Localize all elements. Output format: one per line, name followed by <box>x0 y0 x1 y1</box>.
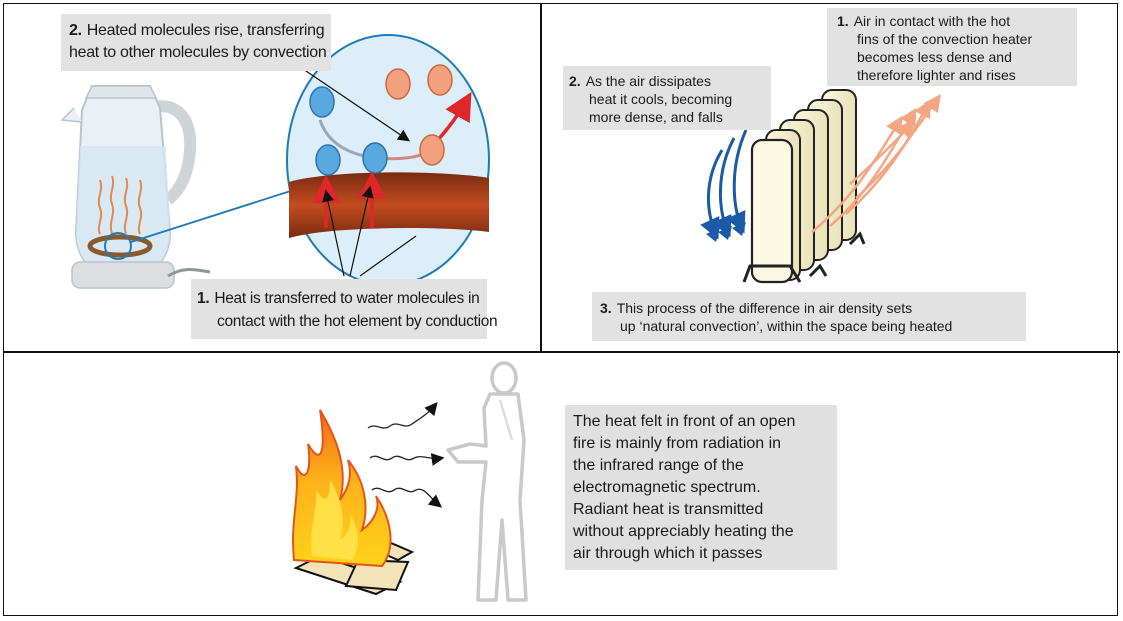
description-line: electromagnetic spectrum. <box>573 479 761 496</box>
convection-heater <box>700 89 941 284</box>
description-line: Radiant heat is transmitted <box>573 501 764 518</box>
radiation-description: The heat felt in front of an open fire i… <box>565 405 837 570</box>
label-line: therefore lighter and rises <box>857 67 1016 83</box>
cool-molecule <box>362 142 388 174</box>
heater-label-natural-convection: 3.This process of the difference in air … <box>592 292 1026 341</box>
pointer-line <box>349 185 374 277</box>
figure-frame <box>3 3 1118 616</box>
zoom-connector-line <box>130 187 301 243</box>
heating-element-band <box>289 172 489 238</box>
description-line: The heat felt in front of an open <box>573 413 796 430</box>
label-line: Air in contact with the hot <box>853 13 1011 29</box>
cool-molecule <box>309 86 335 118</box>
step-number: 1. <box>837 13 849 29</box>
kettle-label-convection: 2.Heated molecules rise, transferring he… <box>61 14 331 71</box>
hot-molecule <box>385 68 411 100</box>
hot-molecule <box>427 64 453 96</box>
kettle-illustration <box>60 85 211 289</box>
description-line: without appreciably heating the <box>573 523 794 540</box>
heater-label-rising-air: 1.Air in contact with the hot fins of th… <box>827 8 1077 86</box>
step-number: 3. <box>600 300 612 316</box>
label-line: fins of the convection heater <box>857 31 1033 47</box>
pointer-line <box>359 235 417 277</box>
magnified-view <box>286 34 490 286</box>
label-line: As the air dissipates <box>585 73 711 89</box>
description-line: the infrared range of the <box>573 457 744 474</box>
label-line: heat it cools, becoming <box>589 91 733 107</box>
open-fire-illustration <box>292 409 415 596</box>
label-line: Heated molecules rise, transferring <box>86 22 325 39</box>
label-line: This process of the difference in air de… <box>616 300 913 316</box>
cool-molecule <box>315 144 341 176</box>
label-line: contact with the hot element by conducti… <box>217 313 498 330</box>
pointer-line <box>322 189 345 277</box>
panel-divider-horizontal <box>3 351 1120 353</box>
panel-divider-vertical <box>540 3 542 352</box>
kettle-label-conduction: 1.Heat is transferred to water molecules… <box>191 279 498 339</box>
label-line: up ‘natural convection’, within the spac… <box>620 318 953 334</box>
hot-molecule <box>419 134 445 166</box>
label-line: more dense, and falls <box>589 109 723 125</box>
radiation-waves <box>367 402 445 508</box>
description-line: fire is mainly from radiation in <box>573 435 782 452</box>
step-number: 2. <box>569 73 581 89</box>
step-number: 2. <box>69 22 82 39</box>
description-line: air through which it passes <box>573 545 763 562</box>
label-line: heat to other molecules by convection <box>69 44 327 61</box>
label-line: becomes less dense and <box>857 49 1012 65</box>
label-line: Heat is transferred to water molecules i… <box>214 290 480 307</box>
person-outline-illustration <box>446 361 528 602</box>
step-number: 1. <box>197 290 210 307</box>
heater-label-falling-air: 2.As the air dissipates heat it cools, b… <box>563 66 771 130</box>
